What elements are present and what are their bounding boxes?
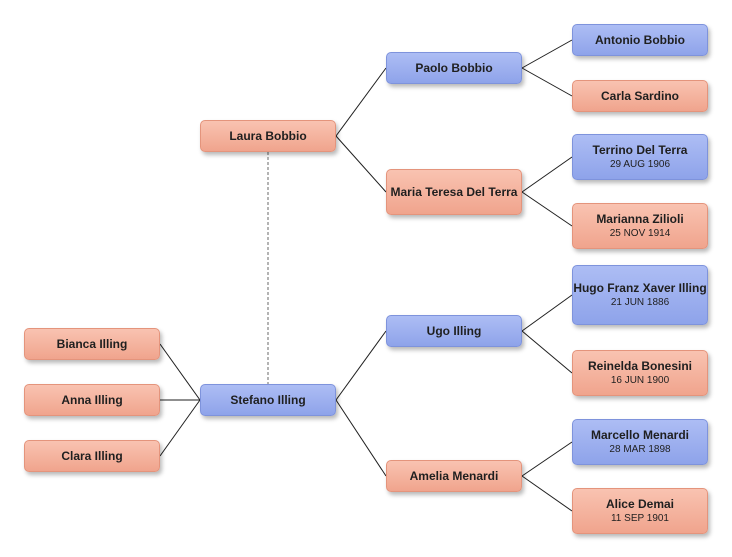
person-date: 11 SEP 1901 [610, 513, 669, 524]
connector-bianca-stefano [159, 343, 201, 401]
person-name: Carla Sardino [600, 88, 680, 103]
connector-laura-maria [335, 135, 387, 193]
connector-paolo-antonio [521, 39, 573, 69]
person-card-paolo-bobbio[interactable]: Paolo Bobbio [386, 52, 522, 84]
person-card-ugo-illing[interactable]: Ugo Illing [386, 315, 522, 347]
person-name: Hugo Franz Xaver Illing [573, 281, 707, 295]
connector-amelia-marcello [521, 441, 573, 477]
connector-laura-paolo [335, 67, 387, 137]
connector-maria-terrino [521, 156, 573, 193]
connector-stefano-amelia [335, 399, 387, 477]
person-card-stefano-illing[interactable]: Stefano Illing [200, 384, 336, 416]
person-card-carla-sardino[interactable]: Carla Sardino [572, 80, 708, 112]
person-card-hugo-franz-xaver-illing[interactable]: Hugo Franz Xaver Illing 21 JUN 1886 [572, 265, 708, 325]
person-date: 21 JUN 1886 [610, 297, 670, 308]
person-name: Marianna Zilioli [596, 212, 684, 226]
person-card-maria-teresa-del-terra[interactable]: Maria Teresa Del Terra [386, 169, 522, 215]
person-date: 25 NOV 1914 [609, 228, 671, 239]
person-card-terrino-del-terra[interactable]: Terrino Del Terra 29 AUG 1906 [572, 134, 708, 180]
connector-stefano-ugo [335, 330, 387, 401]
person-name: Terrino Del Terra [592, 143, 688, 157]
person-name: Stefano Illing [230, 392, 306, 407]
person-date: 29 AUG 1906 [609, 159, 671, 170]
connector-ugo-hugo [521, 294, 573, 332]
person-card-amelia-menardi[interactable]: Amelia Menardi [386, 460, 522, 492]
person-card-anna-illing[interactable]: Anna Illing [24, 384, 160, 416]
person-card-bianca-illing[interactable]: Bianca Illing [24, 328, 160, 360]
person-date: 16 JUN 1900 [610, 375, 670, 386]
connector-clara-stefano [159, 399, 201, 457]
person-name: Amelia Menardi [409, 468, 499, 483]
person-name: Antonio Bobbio [595, 32, 685, 47]
person-card-reinelda-bonesini[interactable]: Reinelda Bonesini 16 JUN 1900 [572, 350, 708, 396]
person-card-laura-bobbio[interactable]: Laura Bobbio [200, 120, 336, 152]
connector-maria-marianna [521, 191, 573, 227]
connector-ugo-reinelda [521, 330, 573, 374]
person-card-alice-demai[interactable]: Alice Demai 11 SEP 1901 [572, 488, 708, 534]
person-card-marcello-menardi[interactable]: Marcello Menardi 28 MAR 1898 [572, 419, 708, 465]
person-date: 28 MAR 1898 [609, 444, 671, 455]
person-name: Maria Teresa Del Terra [390, 184, 518, 199]
person-name: Ugo Illing [426, 323, 482, 338]
connector-amelia-alice [521, 475, 573, 512]
connector-paolo-carla [521, 67, 573, 97]
person-name: Alice Demai [605, 497, 675, 511]
person-card-antonio-bobbio[interactable]: Antonio Bobbio [572, 24, 708, 56]
person-name: Bianca Illing [56, 336, 128, 351]
person-card-clara-illing[interactable]: Clara Illing [24, 440, 160, 472]
person-name: Laura Bobbio [229, 128, 307, 143]
person-name: Clara Illing [61, 448, 123, 463]
person-card-marianna-zilioli[interactable]: Marianna Zilioli 25 NOV 1914 [572, 203, 708, 249]
person-name: Anna Illing [61, 392, 123, 407]
person-name: Marcello Menardi [590, 428, 690, 442]
person-name: Reinelda Bonesini [587, 359, 693, 373]
person-name: Paolo Bobbio [415, 60, 493, 75]
